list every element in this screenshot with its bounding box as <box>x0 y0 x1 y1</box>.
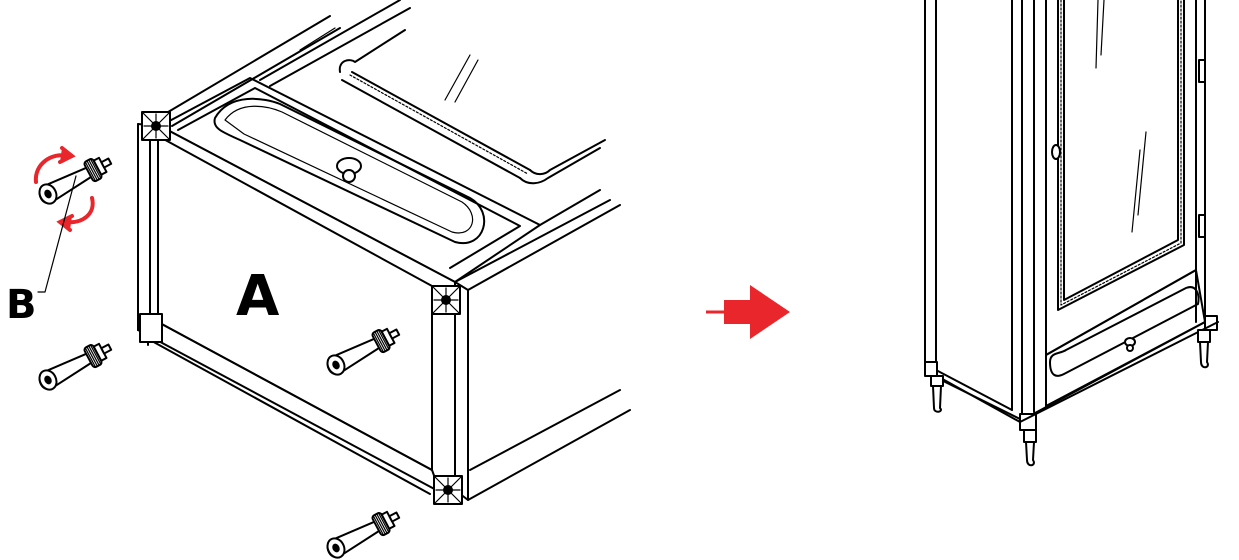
drawer-knob <box>336 157 362 183</box>
leg-foot <box>1023 429 1037 467</box>
rotate-arrows-icon <box>33 146 95 232</box>
assembled-cabinet <box>924 0 1219 467</box>
right-arrow-icon <box>706 285 790 339</box>
drawer-knob <box>1124 337 1136 352</box>
leg-foot <box>1197 329 1211 369</box>
cabinet-bottom-view <box>137 0 631 505</box>
part-label-a: A <box>236 264 280 329</box>
leg-foot <box>930 375 944 413</box>
leader-line-b <box>37 175 77 293</box>
part-label-b: B <box>6 282 37 328</box>
leg-foot <box>322 504 404 560</box>
leg-foot <box>34 336 116 395</box>
